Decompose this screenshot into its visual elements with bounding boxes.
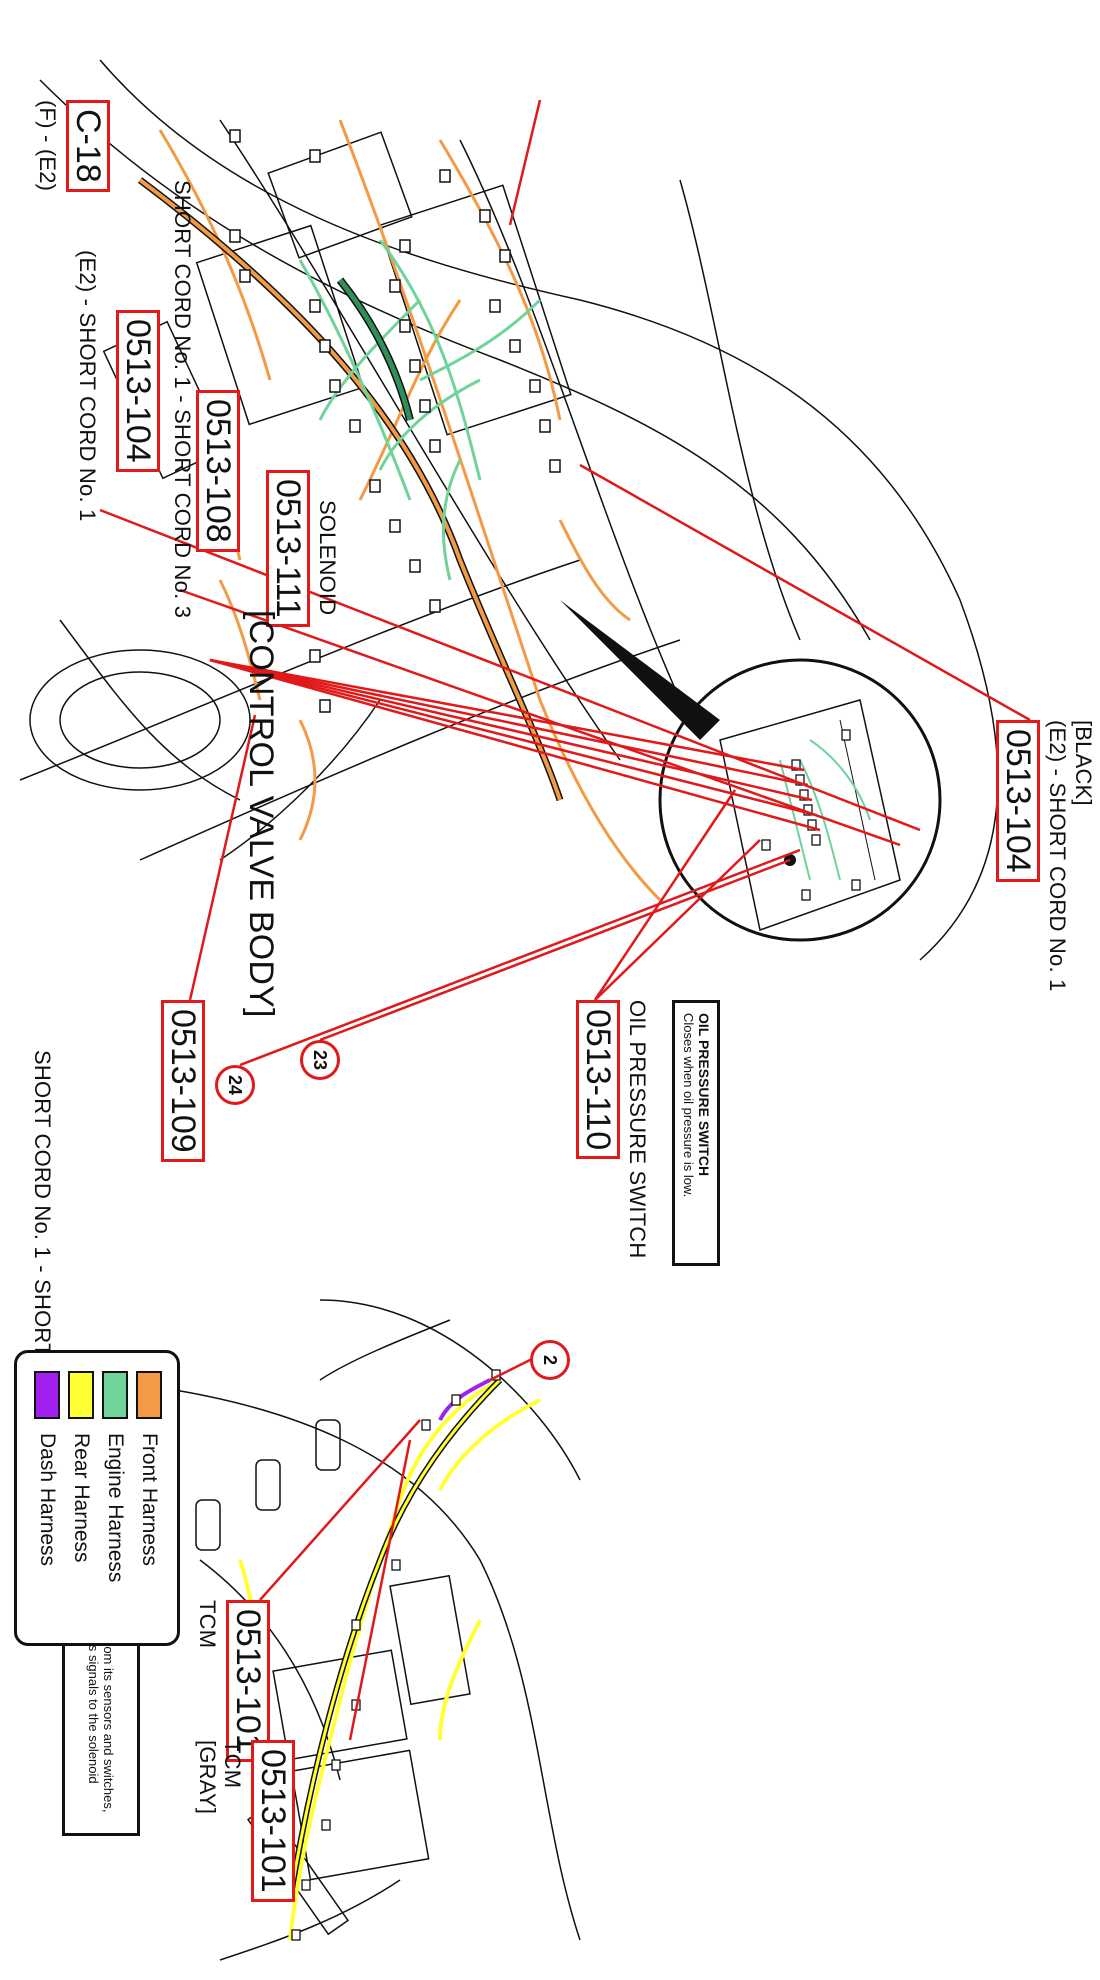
code-0513-108: 0513-108	[196, 390, 240, 552]
legend-swatch-rear	[68, 1371, 94, 1419]
tcm-label: TCM	[195, 1600, 220, 1649]
callout-2: 2	[530, 1340, 570, 1380]
callout-23: 23	[300, 1040, 340, 1080]
e2-short-cord-1-top-label: (E2) - SHORT CORD No. 1	[75, 250, 100, 522]
legend-label-engine: Engine Harness	[104, 1433, 127, 1583]
short-cord-1-3-label: SHORT CORD No. 1 - SHORT CORD No. 3	[170, 180, 195, 619]
legend-swatch-dash	[34, 1371, 60, 1419]
front-harness-wires	[158, 119, 662, 902]
zoom-pointer	[560, 600, 720, 740]
code-0513-104-bottom: 0513-104	[996, 720, 1040, 882]
oil-pressure-switch-label: OIL PRESSURE SWITCH	[625, 1000, 650, 1259]
connector-blocks	[229, 129, 561, 713]
harness-legend: Front Harness Engine Harness Rear Harnes…	[14, 1350, 180, 1646]
legend-row-engine: Engine Harness	[101, 1371, 129, 1582]
legend-row-rear: Rear Harness	[67, 1371, 95, 1563]
control-valve-body-title: [CONTROL VALVE BODY]	[242, 610, 280, 1018]
control-valve-body-drawing	[658, 658, 942, 942]
legend-label-front: Front Harness	[138, 1433, 161, 1567]
gray-label: [GRAY]	[195, 1740, 220, 1815]
f-e2-label: (F) - (E2)	[35, 100, 60, 192]
black-label: [BLACK]	[1071, 720, 1096, 806]
legend-label-dash: Dash Harness	[36, 1433, 59, 1567]
engine-harness-wires	[298, 239, 542, 581]
code-0513-104-top: 0513-104	[116, 310, 160, 472]
legend-row-front: Front Harness	[135, 1371, 163, 1566]
callout-leaders	[99, 99, 1031, 1741]
legend-label-rear: Rear Harness	[70, 1433, 93, 1563]
rear-harness-trunk	[288, 1378, 502, 1901]
code-0513-111: 0513-111	[266, 470, 310, 627]
main-harness-trunk	[138, 178, 562, 801]
code-0513-109: 0513-109	[161, 1000, 205, 1162]
legend-row-dash: Dash Harness	[33, 1371, 61, 1566]
code-c18: C-18	[66, 100, 110, 192]
interior-connectors	[291, 1369, 501, 1941]
code-0513-110: 0513-110	[576, 1000, 620, 1160]
oil-note-text: Closes when oil pressure is low.	[681, 1013, 696, 1198]
oil-note-title: OIL PRESSURE SWITCH	[696, 1013, 712, 1177]
engine-bay-drawing	[19, 59, 999, 961]
gray-tcm-label: TCM	[220, 1740, 245, 1789]
callout-24: 24	[215, 1065, 255, 1105]
oil-pressure-switch-note: OIL PRESSURE SWITCH Closes when oil pres…	[672, 1000, 720, 1266]
code-0513-101-a: 0513-101	[226, 1600, 270, 1762]
interior-dash-drawing	[99, 1299, 581, 1961]
e2-short-cord-1-bottom-label: (E2) - SHORT CORD No. 1	[1045, 720, 1070, 992]
legend-swatch-engine	[102, 1371, 128, 1419]
dash-harness-wires	[438, 1378, 491, 1421]
legend-swatch-front	[136, 1371, 162, 1419]
solenoid-label: SOLENOID	[315, 500, 340, 616]
code-0513-101-b: 0513-101	[251, 1740, 295, 1902]
